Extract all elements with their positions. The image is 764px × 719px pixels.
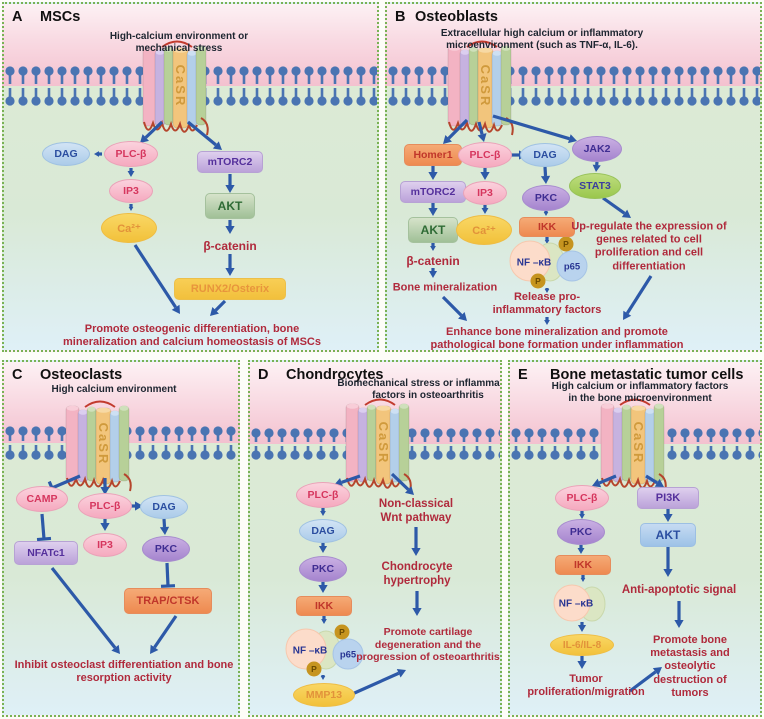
text-beta-catenin: β-catenin (406, 253, 460, 268)
panel-title: Osteoclasts (40, 367, 123, 383)
node-ip3: IP3 (83, 533, 127, 557)
stimulus-text: High calcium environment (51, 384, 177, 395)
node-runx2-osterix: RUNX2/Osterix (174, 278, 286, 300)
node-ikk: IKK (296, 596, 352, 616)
arrows-layer (94, 120, 235, 316)
node-trap-ctsk: TRAP/CTSK (124, 588, 212, 614)
node-dag: DAG (42, 142, 90, 166)
panel-label: B (395, 9, 406, 25)
node-pkc: PKC (522, 185, 570, 211)
text-beta-catenin: β-catenin (203, 238, 257, 253)
text-hypertrophy: Chondrocyte hypertrophy (381, 561, 453, 587)
arrows-layer (318, 472, 422, 697)
panel-title: Chondrocytes (286, 367, 384, 383)
node-jak2: JAK2 (572, 136, 622, 162)
arrows-layer (428, 114, 653, 325)
casr-receptor-icon: CaSR (142, 40, 209, 136)
node-pkc: PKC (299, 556, 347, 582)
text-wnt-pathway: Non-classical Wnt pathway (378, 498, 454, 524)
node-akt: AKT (205, 193, 255, 219)
casr-label: CaSR (478, 65, 493, 108)
panel-title: Osteoblasts (415, 9, 498, 25)
node-plc-beta: PLC-β (555, 485, 609, 511)
panel-title: MSCs (40, 9, 81, 25)
node-pi3k: PI3K (637, 487, 699, 509)
text-tumor: Tumor proliferation/migration (527, 672, 645, 698)
arrows-layer (36, 474, 178, 654)
text-outcome: Enhance bone mineralization and promote … (430, 325, 684, 351)
node-dag: DAG (520, 143, 570, 167)
p65-label: p65 (564, 261, 581, 272)
stimulus-text: Biomechanical stress or inflammatory fac… (337, 378, 502, 401)
nfkb-label: NF –κB (517, 258, 551, 269)
node-dag: DAG (299, 519, 347, 543)
stimulus-text: High calcium or inflammatory factors in … (551, 381, 729, 404)
node-nfkb-complex: NF –κB (553, 584, 606, 622)
text-release: Release pro- inflammatory factors (492, 290, 602, 316)
node-akt: AKT (640, 523, 696, 547)
node-mmp13: MMP13 (293, 683, 355, 707)
text-upregulate: Up-regulate the expression of genes rela… (571, 220, 727, 273)
text-anti-apoptotic: Anti-apoptotic signal (621, 584, 737, 597)
phospho-p-label: P (339, 627, 345, 637)
text-bone-mineralization: Bone mineralization (392, 281, 498, 294)
node-pkc: PKC (557, 519, 605, 545)
node-mtorc2: mTORC2 (400, 181, 466, 203)
node-mtorc2: mTORC2 (197, 151, 263, 173)
node-plc-beta: PLC-β (104, 141, 158, 167)
node-il6-il8: IL-6/IL-8 (550, 634, 614, 656)
node-homer1: Homer1 (404, 144, 462, 166)
text-outcome: Promote cartilage degeneration and the p… (356, 626, 500, 664)
panel-label: D (258, 367, 269, 383)
node-plc-beta: PLC-β (296, 482, 350, 508)
casr-label: CaSR (173, 65, 188, 108)
stimulus-text: High-calcium environment or mechanical s… (109, 31, 249, 54)
node-ca2: Ca²⁺ (101, 213, 157, 243)
casr-receptor-icon: CaSR (447, 40, 514, 136)
node-pkc: PKC (142, 536, 190, 562)
arrows-layer (577, 474, 684, 693)
phospho-p-label: P (563, 239, 569, 249)
p65-label: p65 (340, 649, 357, 660)
panel-label: E (518, 367, 528, 383)
node-plc-beta: PLC-β (78, 493, 132, 519)
panel-label: A (12, 9, 23, 25)
panel-title: Bone metastatic tumor cells (550, 367, 744, 383)
node-nfatc1: NFATc1 (14, 541, 78, 565)
nfkb-label: NF –κB (293, 646, 327, 657)
node-camp: CAMP (16, 486, 68, 512)
phospho-p-label: P (311, 664, 317, 674)
text-outcome: Promote bone metastasis and osteolytic d… (650, 634, 730, 699)
text-outcome: Inhibit osteoclast differentiation and b… (14, 658, 234, 684)
casr-receptor-icon: CaSR (65, 400, 132, 492)
node-ikk: IKK (555, 555, 611, 575)
casr-label: CaSR (631, 422, 646, 465)
casr-receptor-icon: CaSR (600, 398, 667, 492)
nfkb-label: NF –κB (559, 599, 593, 610)
node-plc-beta: PLC-β (458, 142, 512, 168)
cell-membrane-graphic (388, 66, 760, 106)
node-ca2: Ca²⁺ (456, 215, 512, 245)
node-akt: AKT (408, 217, 458, 243)
node-dag: DAG (140, 495, 188, 519)
node-stat3: STAT3 (569, 173, 621, 199)
stimulus-text: Extracellular high calcium or inflammato… (440, 28, 644, 51)
text-outcome: Promote osteogenic differentiation, bone… (63, 322, 321, 348)
casr-receptor-icon: CaSR (345, 398, 412, 492)
phospho-p-label: P (535, 276, 541, 286)
casr-label: CaSR (96, 423, 111, 466)
node-ikk: IKK (519, 217, 575, 237)
node-ip3: IP3 (109, 179, 153, 203)
casr-label: CaSR (376, 422, 391, 465)
panel-label: C (12, 367, 23, 383)
node-ip3: IP3 (463, 181, 507, 205)
